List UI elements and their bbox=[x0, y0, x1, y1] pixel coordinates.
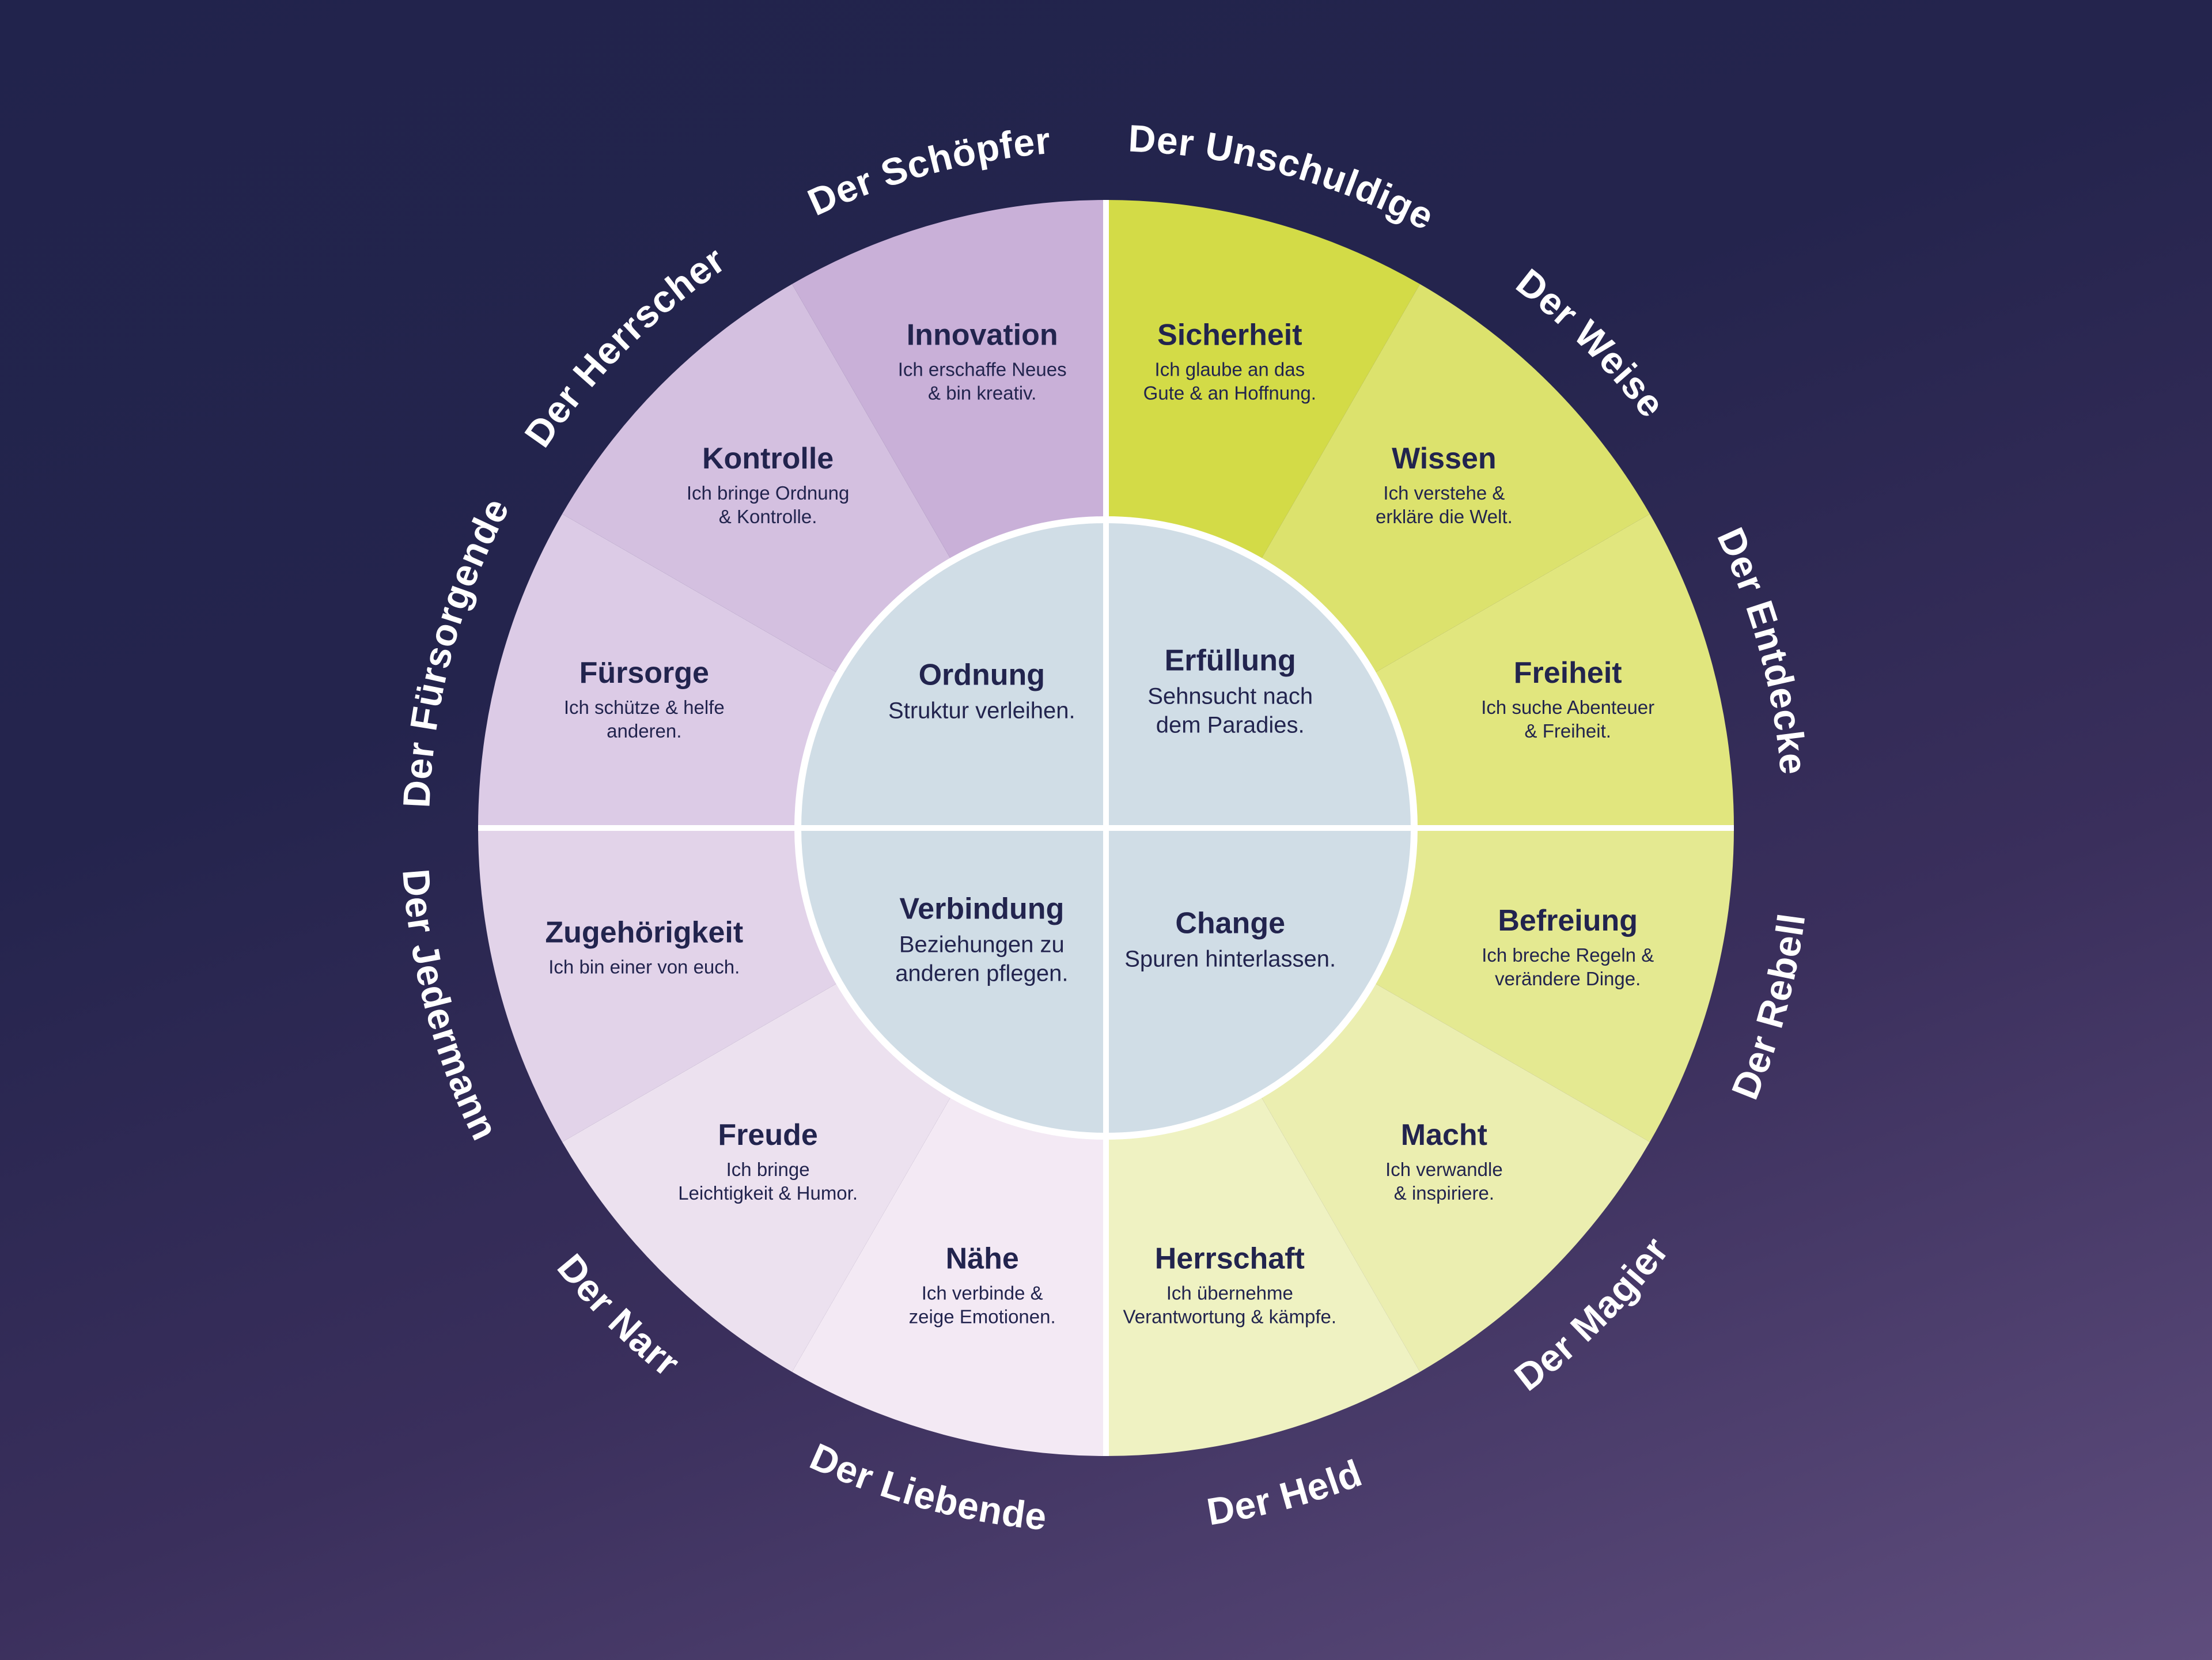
segment-desc-line: Ich bringe Ordnung bbox=[687, 482, 850, 504]
segment-title: Sicherheit bbox=[1157, 318, 1302, 351]
quadrant-title: Ordnung bbox=[919, 658, 1046, 691]
segment-desc-line: verändere Dinge. bbox=[1495, 968, 1641, 989]
quadrant-desc-line: dem Paradies. bbox=[1156, 712, 1305, 738]
segment-title: Freude bbox=[718, 1118, 817, 1152]
segment-desc-line: Leichtigkeit & Humor. bbox=[678, 1182, 858, 1204]
segment-desc-line: Ich verstehe & bbox=[1383, 482, 1505, 504]
quadrant-desc-line: Beziehungen zu bbox=[899, 932, 1065, 958]
segment-desc-line: Ich breche Regeln & bbox=[1482, 944, 1654, 966]
archetype-label-der-rebell: Der Rebell bbox=[1723, 911, 1813, 1105]
segment-title: Kontrolle bbox=[702, 442, 834, 475]
segment-title: Zugehörigkeit bbox=[545, 916, 743, 949]
quadrant-desc-line: anderen pflegen. bbox=[895, 961, 1068, 986]
segment-desc-line: & bin kreativ. bbox=[928, 382, 1036, 403]
segment-desc-line: Ich suche Abenteuer bbox=[1481, 697, 1654, 718]
quadrant-title: Change bbox=[1175, 907, 1285, 940]
archetype-label-der-liebende: Der Liebende bbox=[804, 1435, 1049, 1538]
segment-title: Freiheit bbox=[1514, 656, 1622, 690]
segment-desc-line: zeige Emotionen. bbox=[909, 1306, 1056, 1328]
segment-desc-line: erkläre die Welt. bbox=[1376, 506, 1513, 527]
segment-desc-line: Ich verwandle bbox=[1385, 1159, 1503, 1180]
quadrant-desc-line: Sehnsucht nach bbox=[1147, 683, 1313, 709]
segment-desc-line: Gute & an Hoffnung. bbox=[1143, 382, 1316, 403]
segment-desc-line: & Kontrolle. bbox=[719, 506, 817, 527]
segment-desc-line: & inspiriere. bbox=[1394, 1182, 1494, 1204]
segment-title: Fürsorge bbox=[579, 656, 709, 690]
segment-desc-line: & Freiheit. bbox=[1525, 720, 1611, 742]
quadrant-desc-line: Struktur verleihen. bbox=[888, 698, 1075, 723]
segment-desc-line: Verantwortung & kämpfe. bbox=[1123, 1306, 1337, 1328]
segment-desc-line: anderen. bbox=[607, 720, 681, 742]
segment-title: Nähe bbox=[946, 1242, 1019, 1276]
segment-desc-line: Ich bringe bbox=[726, 1159, 810, 1180]
segment-title: Wissen bbox=[1392, 442, 1497, 475]
quadrant-desc-line: Spuren hinterlassen. bbox=[1124, 947, 1336, 972]
segment-desc-line: Ich verbinde & bbox=[922, 1283, 1043, 1304]
archetype-label-der-held: Der Held bbox=[1204, 1451, 1368, 1533]
segment-desc-line: Ich bin einer von euch. bbox=[548, 956, 740, 977]
inner-circle bbox=[794, 516, 1418, 1140]
segment-title: Herrschaft bbox=[1155, 1242, 1305, 1276]
quadrant-title: Erfüllung bbox=[1165, 644, 1296, 677]
segment-title: Macht bbox=[1401, 1118, 1487, 1152]
segment-title: Innovation bbox=[907, 318, 1058, 351]
segment-desc-line: Ich schütze & helfe bbox=[564, 697, 725, 718]
segment-desc-line: Ich glaube an das bbox=[1155, 358, 1305, 380]
segment-desc-line: Ich erschaffe Neues bbox=[898, 358, 1067, 380]
segment-title: Befreiung bbox=[1498, 904, 1638, 937]
quadrant-title: Verbindung bbox=[899, 893, 1064, 926]
segment-desc-line: Ich übernehme bbox=[1166, 1283, 1293, 1304]
